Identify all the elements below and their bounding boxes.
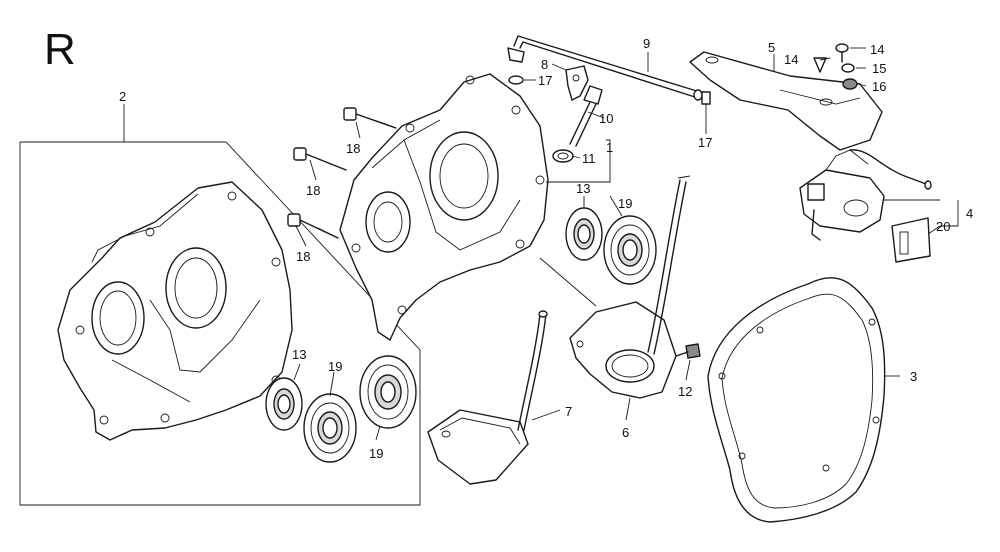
part-2-kit-bracket (19, 104, 421, 506)
callout-labels: 2 1 3 4 5 6 7 8 9 10 11 12 13 13 14 14 1… (119, 36, 973, 461)
oil-seal-13-lower (265, 377, 303, 431)
callout-10: 10 (599, 111, 613, 126)
callout-5: 5 (768, 40, 775, 55)
callout-18-c: 18 (296, 249, 310, 264)
callout-13-upper: 13 (576, 181, 590, 196)
nut-16 (842, 78, 858, 90)
callout-11: 11 (582, 151, 596, 166)
callout-19-lower-a: 19 (328, 359, 342, 374)
callout-6: 6 (622, 425, 629, 440)
callout-7: 7 (565, 404, 572, 419)
callout-19-lower-b: 19 (369, 446, 383, 461)
bolt-18-b (293, 147, 347, 171)
callout-17-a: 17 (538, 73, 552, 88)
screw-14-a (835, 43, 849, 63)
callout-9: 9 (643, 36, 650, 51)
callout-1: 1 (606, 140, 613, 155)
callout-13-lower: 13 (292, 347, 306, 362)
clip-17-b (701, 91, 711, 105)
breather-tube-9 (507, 35, 703, 101)
section-letter: R (44, 25, 76, 74)
oil-seal-13-upper (565, 207, 603, 261)
clip-17-a (508, 75, 524, 85)
caution-label-20 (891, 217, 931, 263)
oil-alert-unit-4 (799, 149, 932, 241)
oil-guide-6 (569, 175, 691, 399)
gasket-3 (707, 277, 886, 523)
bolt-18-c (287, 213, 339, 239)
callout-18-b: 18 (306, 183, 320, 198)
oil-filler-cap-10 (569, 85, 603, 147)
bearing-19-lower-a (303, 393, 357, 463)
callout-18-a: 18 (346, 141, 360, 156)
bearing-19-lower-b (359, 355, 417, 429)
callout-14-b: 14 (784, 52, 798, 67)
callout-14-a: 14 (870, 42, 884, 57)
screw-14-b (813, 57, 827, 73)
bolt-12 (675, 343, 701, 359)
oil-splasher-7 (427, 310, 548, 485)
bearing-19-upper (603, 215, 657, 285)
bolt-18-a (343, 107, 397, 129)
callout-17-b: 17 (698, 135, 712, 150)
o-ring-11 (552, 149, 574, 163)
callout-12: 12 (678, 384, 692, 399)
callout-16: 16 (872, 79, 886, 94)
washer-15 (841, 63, 855, 73)
crankcase-half-left (57, 181, 293, 441)
bracket-5 (689, 51, 883, 151)
callout-2: 2 (119, 89, 126, 104)
callout-15: 15 (872, 61, 886, 76)
callout-3: 3 (910, 369, 917, 384)
leader-lines (293, 47, 959, 441)
callout-19-upper: 19 (618, 196, 632, 211)
crankcase-main (339, 73, 549, 341)
callout-20: 20 (936, 219, 950, 234)
callout-4: 4 (966, 206, 973, 221)
callout-8: 8 (541, 57, 548, 72)
breather-fitting-8 (565, 65, 589, 101)
